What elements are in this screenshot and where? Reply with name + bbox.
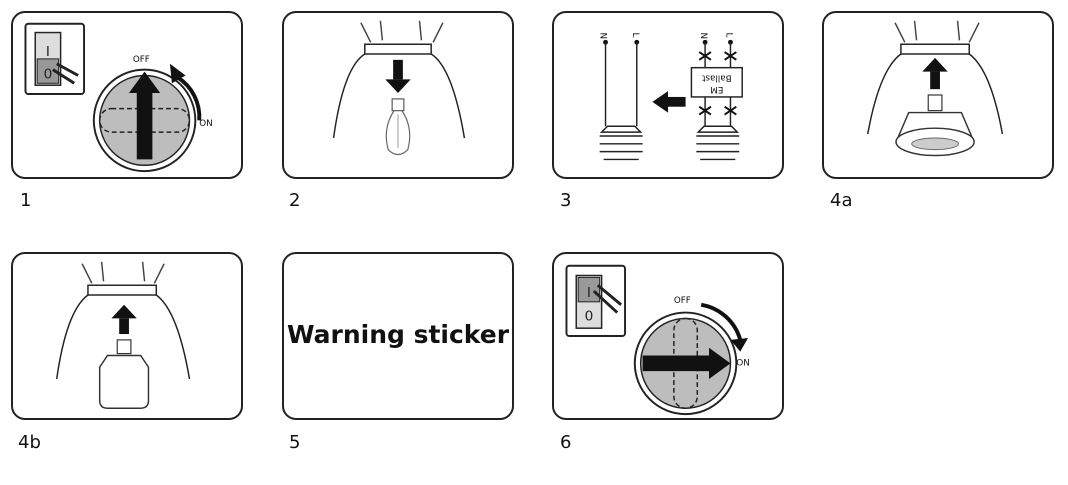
panel-step-4b bbox=[11, 252, 243, 420]
panel-step-5: Warning sticker bbox=[282, 252, 514, 420]
lamp-bulb-icon bbox=[385, 98, 411, 156]
lamp-socket-icon bbox=[599, 125, 643, 161]
led-lamp-icon bbox=[98, 339, 150, 409]
up-arrow-icon bbox=[111, 304, 137, 335]
svg-text:I: I bbox=[46, 44, 50, 60]
panel-step-6: I 0 OFF ON bbox=[552, 252, 784, 420]
step-number: 4a bbox=[830, 190, 853, 211]
lamp-socket-icon bbox=[696, 125, 740, 161]
step-number: 3 bbox=[560, 190, 572, 211]
svg-text:N: N bbox=[598, 33, 608, 40]
svg-text:0: 0 bbox=[585, 308, 594, 324]
down-arrow-icon bbox=[385, 59, 411, 94]
switch-off-illustration: I 0 OFF ON bbox=[24, 22, 213, 173]
svg-text:ON: ON bbox=[199, 119, 212, 129]
wiring-illustration: N L N L Ballast EM bbox=[598, 33, 743, 161]
svg-text:Ballast: Ballast bbox=[701, 72, 731, 82]
panel-step-4a bbox=[822, 11, 1054, 179]
step-number: 2 bbox=[289, 190, 301, 211]
svg-text:0: 0 bbox=[44, 66, 53, 82]
step-number: 4b bbox=[18, 432, 41, 453]
warning-sticker-label: Warning sticker bbox=[286, 320, 510, 349]
step-number: 6 bbox=[560, 432, 572, 453]
svg-text:OFF: OFF bbox=[133, 55, 150, 65]
install-led-illustration bbox=[866, 20, 1004, 157]
panel-step-2 bbox=[282, 11, 514, 179]
svg-text:EM: EM bbox=[710, 84, 723, 94]
svg-text:L: L bbox=[630, 33, 640, 38]
ballast-icon: Ballast EM bbox=[690, 66, 743, 98]
rotary-knob-icon bbox=[92, 68, 197, 173]
left-arrow-icon bbox=[652, 91, 686, 113]
panel-step-1: I 0 OFF ON bbox=[11, 11, 243, 179]
step-number: 1 bbox=[20, 190, 32, 211]
wall-switch-icon: I 0 bbox=[24, 22, 86, 95]
up-arrow-icon bbox=[922, 57, 948, 90]
step-number: 5 bbox=[289, 432, 301, 453]
remove-lamp-illustration bbox=[332, 20, 466, 156]
svg-text:ON: ON bbox=[736, 358, 749, 368]
switch-on-illustration: I 0 OFF ON bbox=[565, 264, 750, 416]
svg-text:N: N bbox=[698, 33, 708, 40]
panel-step-3: N L N L Ballast EM bbox=[552, 11, 784, 179]
svg-text:I: I bbox=[587, 285, 591, 301]
install-led-bulb-illustration bbox=[55, 261, 191, 409]
svg-text:L: L bbox=[724, 33, 734, 38]
rotary-knob-icon bbox=[633, 311, 738, 416]
svg-text:OFF: OFF bbox=[674, 296, 691, 306]
wall-switch-icon: I 0 bbox=[565, 264, 627, 337]
led-lamp-icon bbox=[895, 94, 975, 157]
